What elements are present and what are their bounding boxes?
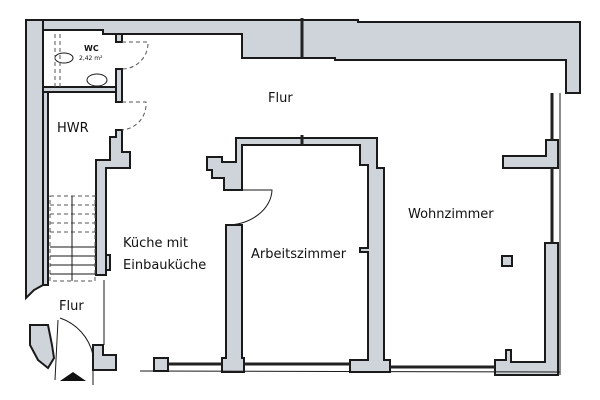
wall-arbeitszimmer-left-lower — [221, 224, 245, 373]
room-label-flur-entrance: Flur — [59, 299, 84, 314]
room-label-kueche-2: Einbauküche — [123, 258, 207, 273]
room-label-wohnzimmer: Wohnzimmer — [408, 207, 494, 222]
column-wohnzimmer — [501, 255, 513, 267]
wall-entrance-right — [92, 344, 117, 371]
wall-wc-right-lower — [115, 68, 123, 103]
room-label-wc: WC — [84, 44, 99, 53]
room-label-hwr: HWR — [57, 121, 89, 136]
room-area-wc: 2,42 m² — [79, 55, 103, 62]
wall-wohnzimmer-right-upper — [502, 139, 559, 169]
outer-wall-left — [25, 19, 44, 301]
toilet-icon — [54, 52, 74, 64]
sink-icon — [86, 73, 108, 87]
wall-stair-bump — [105, 254, 111, 271]
wall-entrance-left — [29, 324, 56, 370]
pier-bottom-left — [153, 357, 169, 372]
wall-hwr-left — [42, 91, 49, 286]
wall-wohnzimmer-right-lower — [494, 242, 559, 376]
wall-wc-bottom — [42, 86, 123, 93]
outer-wall-top — [29, 19, 581, 94]
wall-hwr-kitchen — [95, 129, 131, 276]
room-label-arbeitszimmer: Arbeitszimmer — [251, 247, 347, 262]
wall-arbeitszimmer-left — [206, 137, 391, 373]
door-swing-icon — [121, 41, 149, 70]
wall-wc-right — [115, 33, 123, 43]
room-label-flur-top: Flur — [268, 91, 293, 106]
staircase-icon — [49, 195, 96, 282]
room-label-kueche-1: Küche mit — [123, 236, 189, 251]
entrance-arrow-icon — [60, 372, 86, 381]
